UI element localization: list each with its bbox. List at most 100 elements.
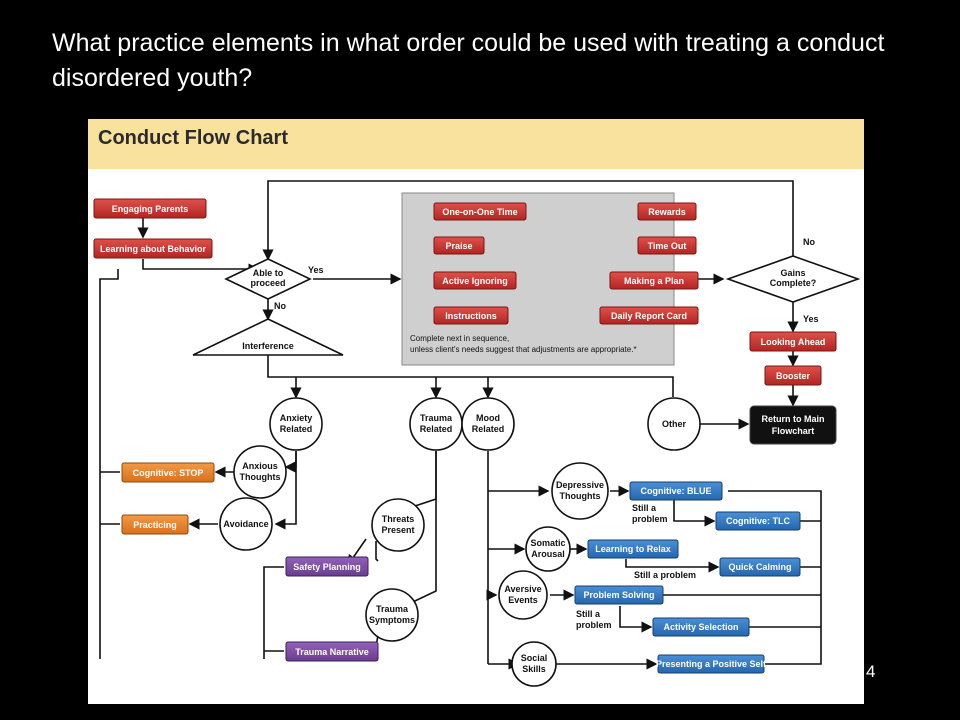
engaging-parents-box: Engaging Parents (93, 198, 207, 219)
learning-to-relax-label: Learning to Relax (595, 544, 671, 554)
sequence-note-line2: unless client's needs suggest that adjus… (410, 345, 637, 354)
still-problem-b-label: Still a problem (634, 570, 696, 580)
trauma-symptoms-node (365, 588, 419, 642)
trauma-symptoms-line1: Trauma (376, 604, 409, 614)
aversive-events-node (498, 570, 548, 620)
quick-calming-box: Quick Calming (719, 557, 801, 577)
cognitive-stop-label: Cognitive: STOP (133, 468, 204, 478)
anxious-thoughts-node (233, 445, 287, 499)
safety-planning-label: Safety Planning (293, 562, 361, 572)
return-main-line2: Flowchart (772, 426, 815, 436)
cognitive-blue-box: Cognitive: BLUE (629, 481, 723, 501)
mood-line1: Mood (476, 413, 500, 423)
threats-present-node (371, 498, 425, 552)
learning-about-behavior-label: Learning about Behavior (100, 244, 207, 254)
threats-line2: Present (381, 525, 414, 535)
daily-report-card-label: Daily Report Card (611, 311, 687, 321)
gains-complete-line1: Gains (780, 268, 805, 278)
looking-ahead-label: Looking Ahead (761, 337, 826, 347)
return-main-line1: Return to Main (762, 414, 825, 424)
anxiety-related-node (269, 397, 323, 451)
safety-planning-box: Safety Planning (285, 556, 369, 577)
still-problem-a-line2: problem (632, 514, 668, 524)
yes-label-2: Yes (803, 314, 819, 324)
anxiety-line1: Anxiety (280, 413, 313, 423)
slide-title: What practice elements in what order cou… (52, 29, 885, 92)
still-problem-a-line1: Still a (632, 503, 657, 513)
chart-header: Conduct Flow Chart (88, 119, 864, 169)
cognitive-tlc-box: Cognitive: TLC (715, 511, 801, 531)
aversive-line2: Events (508, 595, 538, 605)
looking-ahead-box: Looking Ahead (749, 331, 837, 352)
social-line2: Skills (522, 664, 546, 674)
chart-title: Conduct Flow Chart (98, 127, 288, 149)
sequence-panel: One-on-One Time Praise Active Ignoring I… (401, 192, 699, 366)
presenting-positive-self-box: Presenting a Positive Self (656, 654, 767, 674)
quick-calming-label: Quick Calming (728, 562, 791, 572)
no-label-1: No (274, 301, 286, 311)
conduct-flow-chart: Conduct Flow Chart (88, 119, 864, 704)
aversive-line1: Aversive (504, 584, 541, 594)
cognitive-stop-box: Cognitive: STOP (121, 462, 215, 483)
activity-selection-box: Activity Selection (652, 617, 750, 637)
mood-line2: Related (472, 424, 505, 434)
engaging-parents-label: Engaging Parents (112, 204, 189, 214)
other-label: Other (662, 419, 687, 429)
rewards-label: Rewards (648, 207, 686, 217)
practicing-label: Practicing (133, 520, 177, 530)
anxious-line2: Thoughts (240, 472, 281, 482)
gains-complete-decision: Gains Complete? (725, 255, 861, 303)
anxious-line1: Anxious (242, 461, 278, 471)
praise-label: Praise (445, 241, 472, 251)
social-line1: Social (521, 653, 548, 663)
somatic-line1: Somatic (530, 538, 565, 548)
booster-box: Booster (764, 365, 822, 386)
mood-related-node (461, 397, 515, 451)
able-to-proceed-decision: Able to proceed (224, 258, 312, 300)
threats-line1: Threats (382, 514, 415, 524)
yes-label-1: Yes (308, 265, 324, 275)
gains-complete-line2: Complete? (770, 278, 817, 288)
trauma-symptoms-line2: Symptoms (369, 615, 415, 625)
trauma-narrative-label: Trauma Narrative (295, 647, 369, 657)
trauma-narrative-box: Trauma Narrative (285, 641, 379, 662)
return-to-main-box: Return to Main Flowchart (749, 405, 837, 445)
anxiety-line2: Related (280, 424, 313, 434)
somatic-line2: Arousal (531, 549, 565, 559)
one-on-one-time-label: One-on-One Time (442, 207, 517, 217)
still-problem-c-line2: problem (576, 620, 612, 630)
somatic-arousal-node (525, 526, 571, 572)
making-a-plan-label: Making a Plan (624, 276, 684, 286)
interference-node: Interference (192, 318, 344, 356)
trauma-line2: Related (420, 424, 453, 434)
practicing-box: Practicing (121, 514, 189, 535)
booster-label: Booster (776, 371, 811, 381)
problem-solving-box: Problem Solving (574, 585, 664, 605)
page-number: 4 (866, 662, 876, 681)
active-ignoring-label: Active Ignoring (442, 276, 508, 286)
depressive-thoughts-node (551, 462, 609, 520)
able-to-proceed-line2: proceed (250, 278, 285, 288)
activity-selection-label: Activity Selection (663, 622, 738, 632)
other-node (647, 397, 701, 451)
flow-diagram: Engaging Parents Learning about Behavior… (93, 180, 861, 687)
learning-to-relax-box: Learning to Relax (587, 539, 679, 559)
no-label-2: No (803, 237, 815, 247)
social-skills-node (511, 641, 557, 687)
still-problem-c-line1: Still a (576, 609, 601, 619)
time-out-label: Time Out (648, 241, 687, 251)
cognitive-blue-label: Cognitive: BLUE (641, 486, 712, 496)
problem-solving-label: Problem Solving (583, 590, 654, 600)
presenting-positive-self-label: Presenting a Positive Self (656, 659, 767, 669)
interference-label: Interference (242, 341, 294, 351)
depressive-line1: Depressive (556, 480, 604, 490)
avoidance-label: Avoidance (223, 519, 268, 529)
learning-about-behavior-box: Learning about Behavior (93, 238, 213, 259)
able-to-proceed-line1: Able to (253, 268, 284, 278)
trauma-line1: Trauma (420, 413, 453, 423)
instructions-label: Instructions (445, 311, 497, 321)
sequence-note-line1: Complete next in sequence, (410, 334, 509, 343)
avoidance-node (219, 497, 273, 551)
depressive-line2: Thoughts (560, 491, 601, 501)
cognitive-tlc-label: Cognitive: TLC (726, 516, 790, 526)
